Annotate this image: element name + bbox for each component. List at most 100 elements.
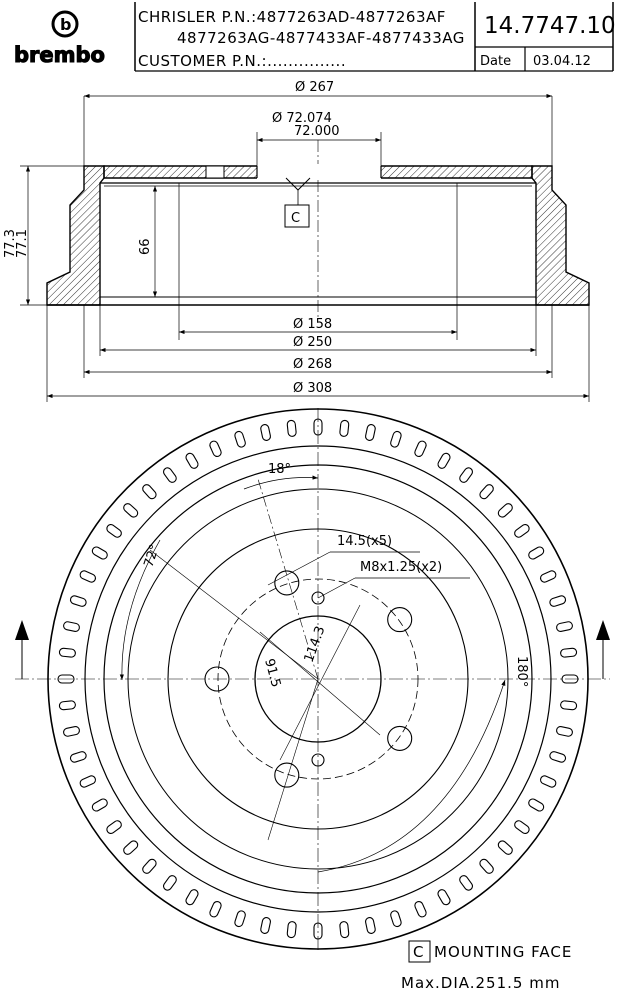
bolt-hole — [387, 607, 413, 633]
cooling-fin — [142, 858, 157, 874]
dim-158: Ø 158 — [293, 317, 332, 332]
cooling-fins — [57, 418, 579, 940]
cooling-fin — [514, 820, 530, 835]
cooling-fin — [414, 900, 427, 918]
date-value: 03.04.12 — [533, 54, 591, 69]
cooling-fin — [390, 910, 402, 928]
dim-height-77-1: 77.1 — [15, 229, 30, 258]
cooling-fin — [106, 820, 122, 835]
cooling-fin — [459, 875, 474, 891]
cooling-fin — [286, 921, 297, 939]
part-number: 14.7747.10 — [484, 13, 616, 39]
hole-spec: 14.5(x5) — [337, 534, 392, 549]
cooling-fin — [514, 523, 530, 538]
bolt-hole — [387, 725, 413, 751]
cooling-fin — [162, 875, 177, 891]
cooling-fin — [414, 440, 427, 458]
drum-wall-right — [531, 165, 590, 306]
front-view-labels: 18° 72° 180° 14.5(x5) M8x1.25(x2) 91.5 1… — [142, 462, 529, 689]
cooling-fin — [539, 775, 557, 788]
dim-267: Ø 267 — [295, 80, 334, 95]
datum-c-box — [284, 204, 310, 228]
cooling-fin — [365, 424, 376, 441]
cooling-fin — [123, 503, 139, 518]
cooling-fin — [313, 922, 323, 940]
section-view: C — [46, 140, 590, 320]
front-view — [15, 408, 610, 950]
brembo-logo: b brembo — [13, 10, 106, 68]
thread-hole-top — [311, 591, 325, 605]
cooling-fin — [79, 775, 97, 788]
wheel-bolt-holes — [204, 570, 413, 788]
dim-height-77-3: 77.3 — [3, 229, 18, 258]
mounting-face-text: MOUNTING FACE — [434, 943, 572, 961]
cooling-fin — [528, 546, 545, 560]
cooling-fin — [91, 798, 108, 812]
outer-rim — [47, 408, 589, 950]
dim-height-66: 66 — [138, 238, 153, 255]
dim-250: Ø 250 — [293, 335, 332, 350]
angle-18: 18° — [268, 462, 291, 477]
cooling-fin — [63, 726, 80, 737]
mounting-face-note: C MOUNTING FACE Max.DIA.251.5 mm — [401, 940, 572, 992]
oem-part-numbers-line2: 4877263AG-4877433AF-4877433AG — [177, 29, 465, 47]
cooling-fin — [123, 840, 139, 855]
brand-name: brembo — [14, 43, 105, 67]
thread-spec: M8x1.25(x2) — [360, 560, 442, 575]
cooling-fin — [497, 503, 513, 518]
cooling-fin — [339, 419, 350, 437]
cooling-fin — [560, 700, 578, 711]
cooling-fin — [459, 467, 474, 483]
bolt-hole — [274, 570, 300, 596]
max-diameter-text: Max.DIA.251.5 mm — [401, 974, 560, 992]
cooling-fin — [234, 430, 246, 448]
cooling-fin — [58, 700, 76, 711]
cooling-fin — [560, 647, 578, 658]
section-arrow-left — [15, 620, 29, 679]
cooling-fin — [209, 900, 222, 918]
bolt-hole — [204, 666, 230, 692]
cooling-fin — [365, 917, 376, 934]
cooling-fin — [106, 523, 122, 538]
cooling-fin — [549, 595, 567, 607]
customer-part-number: CUSTOMER P.N.:............... — [138, 52, 346, 70]
dimension-labels: Ø 267 Ø 72.074 72.000 Ø 158 Ø 250 Ø 268 … — [3, 80, 340, 396]
dim-268: Ø 268 — [293, 357, 332, 372]
cooling-fin — [142, 484, 157, 500]
cooling-fin — [185, 452, 199, 469]
cooling-fin — [479, 484, 494, 500]
datum-c-label: C — [291, 211, 300, 226]
cooling-fin — [58, 647, 76, 658]
cooling-fin — [539, 570, 557, 583]
oem-part-numbers-line1: CHRISLER P.N.:4877263AD-4877263AF — [138, 8, 446, 26]
cooling-fin — [479, 858, 494, 874]
cooling-fin — [556, 726, 573, 737]
cooling-fin — [162, 467, 177, 483]
cooling-fin — [260, 424, 271, 441]
cooling-fin — [497, 840, 513, 855]
dim-72-min: 72.000 — [294, 124, 340, 139]
cooling-fin — [390, 430, 402, 448]
cooling-fin — [437, 452, 451, 469]
cooling-fin — [556, 621, 573, 632]
thread-hole-bottom — [311, 753, 325, 767]
cooling-fin — [260, 917, 271, 934]
pcd-91-5: 91.5 — [261, 657, 283, 689]
cooling-fin — [313, 418, 323, 436]
cooling-fin — [339, 921, 350, 939]
cooling-fin — [63, 621, 80, 632]
cooling-fin — [561, 674, 579, 684]
cooling-fin — [549, 751, 567, 763]
cooling-fin — [69, 595, 87, 607]
cooling-fin — [91, 546, 108, 560]
drum-wall-left — [46, 165, 105, 306]
dim-308: Ø 308 — [293, 381, 332, 396]
cooling-fin — [286, 419, 297, 437]
cooling-fin — [234, 910, 246, 928]
date-label: Date — [480, 54, 511, 69]
cooling-fin — [209, 440, 222, 458]
cooling-fin — [437, 889, 451, 906]
pcd-114-3: 114.3 — [302, 624, 329, 664]
dimension-lines — [20, 93, 590, 402]
